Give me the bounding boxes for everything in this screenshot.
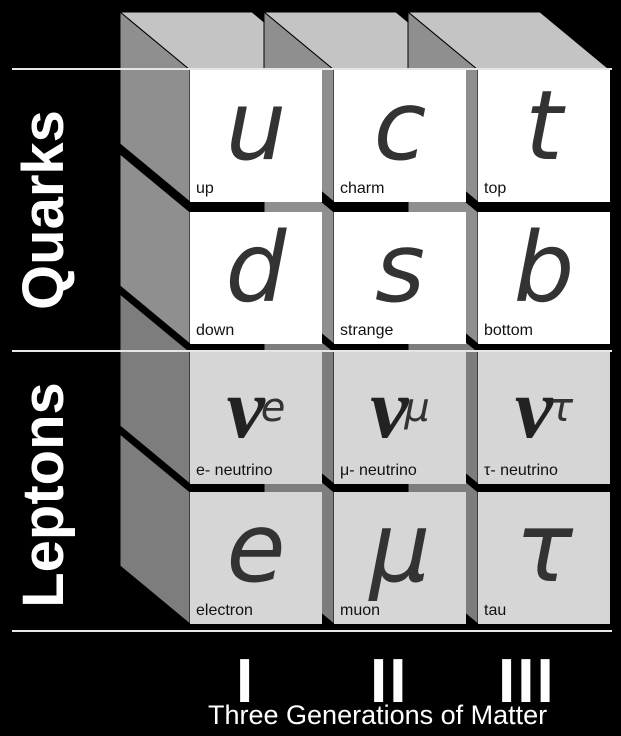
particle-subscript: e (260, 385, 286, 431)
particle-subscript: μ (404, 385, 430, 431)
diagram-title: Three Generations of Matter (208, 700, 548, 730)
particle-label: charm (340, 180, 385, 197)
particle-cell-strange: s strange (334, 212, 466, 344)
particle-symbol: s (374, 212, 425, 324)
generation-3-label: III (498, 647, 556, 716)
quarks-label: Quarks (11, 110, 76, 310)
particle-subscript: τ (549, 385, 574, 431)
particle-symbol: μ (369, 492, 431, 604)
particle-symbol: c (373, 70, 427, 182)
particle-cell-up: u up (190, 70, 322, 202)
leptons-label: Leptons (11, 382, 76, 608)
bottom-rule (12, 630, 612, 632)
particle-label: τ- neutrino (484, 462, 558, 479)
particle-symbol: ν (370, 360, 409, 456)
particle-symbol: τ (515, 492, 573, 604)
group-divider-rule (12, 350, 612, 352)
particle-cell-tau: τ tau (478, 492, 610, 624)
particle-cell-bottom: b bottom (478, 212, 610, 344)
particle-symbol: e (226, 492, 286, 604)
particle-symbol: b (513, 212, 575, 324)
particle-label: down (196, 322, 235, 339)
particle-label: e- neutrino (196, 462, 273, 479)
particle-cell-top: t top (478, 70, 610, 202)
particle-label: muon (340, 602, 381, 619)
particle-symbol: ν (514, 360, 554, 456)
top-rule (12, 68, 612, 70)
particle-symbol: u (225, 70, 287, 182)
particle-cell-muon: μ muon (334, 492, 466, 624)
particle-label: electron (196, 602, 253, 619)
particle-symbol: ν (226, 360, 265, 456)
particle-label: μ- neutrino (340, 462, 417, 479)
generation-1-label: I (236, 647, 256, 716)
particle-label: bottom (484, 322, 533, 339)
particle-symbol: d (225, 212, 287, 324)
particle-label: strange (340, 322, 394, 339)
particle-cell-electron: e electron (190, 492, 322, 624)
generation-2-label: II (370, 647, 409, 716)
particle-cell-down: d down (190, 212, 322, 344)
particle-label: top (484, 180, 507, 197)
particle-label: up (196, 180, 214, 197)
particle-cell-charm: c charm (334, 70, 466, 202)
particle-symbol: t (525, 70, 563, 182)
particle-label: tau (484, 602, 507, 619)
